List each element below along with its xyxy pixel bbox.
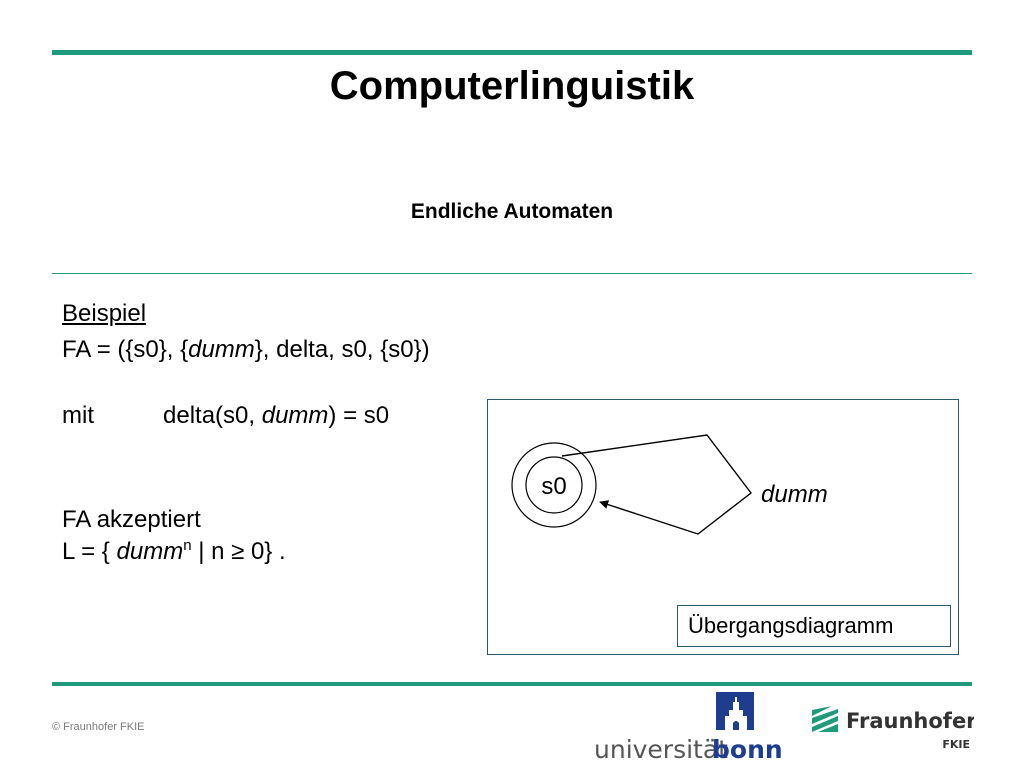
language-exponent: n bbox=[183, 537, 192, 554]
universitaet-bonn-logo: universität bonn bbox=[594, 692, 783, 764]
language-definition: L = { dummn | n ≥ 0} . bbox=[62, 536, 286, 568]
copyright-notice: © Fraunhofer FKIE bbox=[52, 721, 145, 733]
fa-definition-suffix: }, delta, s0, {s0}) bbox=[254, 336, 430, 363]
language-suffix: | n ≥ 0} . bbox=[191, 538, 286, 565]
transition-diagram: s0 dumm Übergangsdiagramm bbox=[487, 399, 959, 655]
language-symbol: dumm bbox=[116, 538, 184, 565]
accepts-line: FA akzeptiert bbox=[62, 506, 201, 533]
bonn-logo-text-universitaet: universität bbox=[594, 735, 728, 764]
mit-label: mit bbox=[62, 402, 94, 429]
bottom-rule bbox=[52, 682, 972, 686]
fa-definition: FA = ({s0}, {dumm}, delta, s0, {s0}) bbox=[62, 334, 430, 366]
diagram-canvas: s0 dumm bbox=[511, 434, 828, 535]
fraunhofer-logo-name: Fraunhofer bbox=[846, 709, 974, 733]
top-rule bbox=[52, 50, 972, 55]
transition-prefix: delta(s0, bbox=[163, 402, 262, 429]
slide-subtitle: Endliche Automaten bbox=[410, 200, 614, 223]
fraunhofer-logo: Fraunhofer FKIE bbox=[812, 706, 974, 750]
language-prefix: L = { bbox=[62, 538, 117, 565]
diagram-caption: Übergangsdiagramm bbox=[677, 605, 951, 647]
edge-label-dumm: dumm bbox=[761, 481, 828, 508]
transition-suffix: ) = s0 bbox=[328, 402, 390, 429]
fa-definition-symbol: dumm bbox=[188, 336, 255, 363]
self-loop-edge bbox=[561, 434, 752, 535]
accept-state-outer-ring bbox=[511, 442, 597, 528]
state-s0-circle bbox=[525, 456, 583, 514]
bonn-logo-building-icon bbox=[725, 697, 747, 730]
fraunhofer-logo-unit: FKIE bbox=[942, 738, 970, 750]
fa-definition-prefix: FA = ({s0}, { bbox=[62, 336, 189, 363]
header-divider bbox=[52, 273, 972, 274]
transition-definition: mit delta(s0, dumm) = s0 bbox=[62, 400, 389, 432]
state-s0-label: s0 bbox=[541, 473, 566, 500]
slide-title: Computerlinguistik bbox=[329, 64, 695, 108]
bonn-logo-text-bonn: bonn bbox=[712, 735, 783, 764]
fraunhofer-logo-mark-icon bbox=[812, 706, 838, 732]
example-heading: Beispiel bbox=[62, 300, 147, 327]
transition-symbol: dumm bbox=[261, 402, 329, 429]
